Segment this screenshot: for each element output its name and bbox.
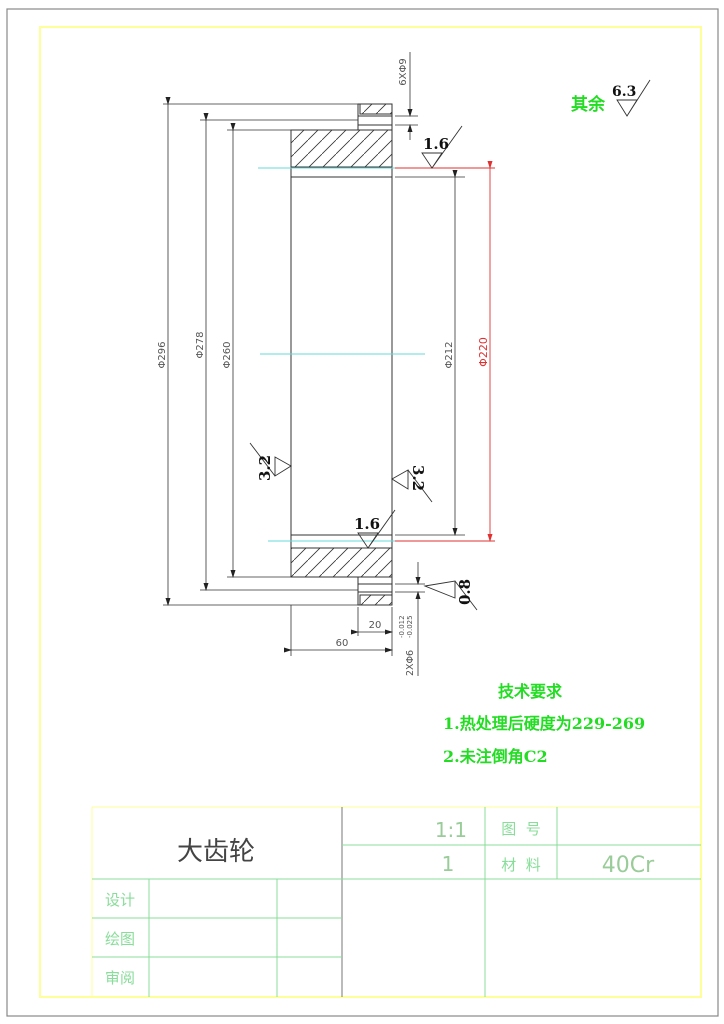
drawing-frame bbox=[39, 26, 702, 998]
other-roughness-value: 6.3 bbox=[612, 84, 636, 100]
dim-width-60: 60 bbox=[336, 638, 349, 649]
dim-phi278: Φ278 bbox=[195, 332, 206, 359]
roughness-pin-hole-value: 0.8 bbox=[456, 579, 474, 605]
tolerance-upper: -0.012 bbox=[398, 615, 406, 638]
dim-phi220: Φ220 bbox=[477, 337, 490, 367]
tolerance-lower: -0.025 bbox=[406, 615, 414, 638]
top-hole-dimension bbox=[395, 52, 418, 140]
material-value: 40Cr bbox=[602, 853, 655, 878]
diameter-220-dimension bbox=[395, 161, 495, 542]
width-dimensions bbox=[284, 629, 393, 653]
quantity-value: 1 bbox=[442, 852, 455, 876]
scale-value: 1:1 bbox=[435, 818, 467, 842]
center-lines bbox=[258, 167, 425, 542]
row-label-design: 设计 bbox=[105, 891, 135, 909]
dim-2x-phi6: 2XΦ6 bbox=[405, 650, 416, 676]
roughness-left-face-value: 3.2 bbox=[256, 455, 274, 481]
dim-phi260: Φ260 bbox=[222, 342, 233, 369]
diameter-dimensions bbox=[165, 97, 458, 606]
pin-hole-dimension bbox=[395, 562, 425, 676]
part-section bbox=[290, 103, 393, 606]
dim-phi212: Φ212 bbox=[444, 342, 455, 369]
roughness-symbol-pin-hole bbox=[423, 580, 478, 611]
dim-phi296: Φ296 bbox=[157, 342, 168, 369]
roughness-right-face-value: 3.2 bbox=[409, 465, 427, 491]
other-roughness-label: 其余 bbox=[571, 94, 606, 115]
row-label-drawing: 绘图 bbox=[105, 930, 135, 948]
roughness-top-bore-value: 1.6 bbox=[423, 135, 449, 153]
roughness-symbol-top-bore bbox=[421, 125, 463, 169]
roughness-symbol-right-face bbox=[391, 469, 433, 503]
dim-width-20: 20 bbox=[369, 620, 382, 631]
roughness-symbol-other bbox=[616, 79, 651, 117]
tech-requirements-title: 技术要求 bbox=[498, 682, 563, 701]
extension-lines bbox=[163, 103, 465, 656]
drawing-number-label: 图 号 bbox=[501, 820, 541, 838]
roughness-symbol-bottom-bore bbox=[357, 509, 396, 549]
sheet-border bbox=[6, 8, 719, 1017]
roughness-symbol-left-face bbox=[249, 442, 292, 477]
dim-6x-phi9: 6XΦ9 bbox=[398, 58, 409, 85]
tech-requirement-1: 1.热处理后硬度为229-269 bbox=[443, 714, 645, 733]
title-block bbox=[91, 806, 701, 997]
row-label-review: 审阅 bbox=[105, 969, 135, 987]
tech-requirement-2: 2.未注倒角C2 bbox=[443, 747, 548, 766]
material-label: 材 料 bbox=[501, 856, 541, 874]
part-name: 大齿轮 bbox=[177, 837, 255, 867]
roughness-bottom-bore-value: 1.6 bbox=[354, 515, 380, 533]
